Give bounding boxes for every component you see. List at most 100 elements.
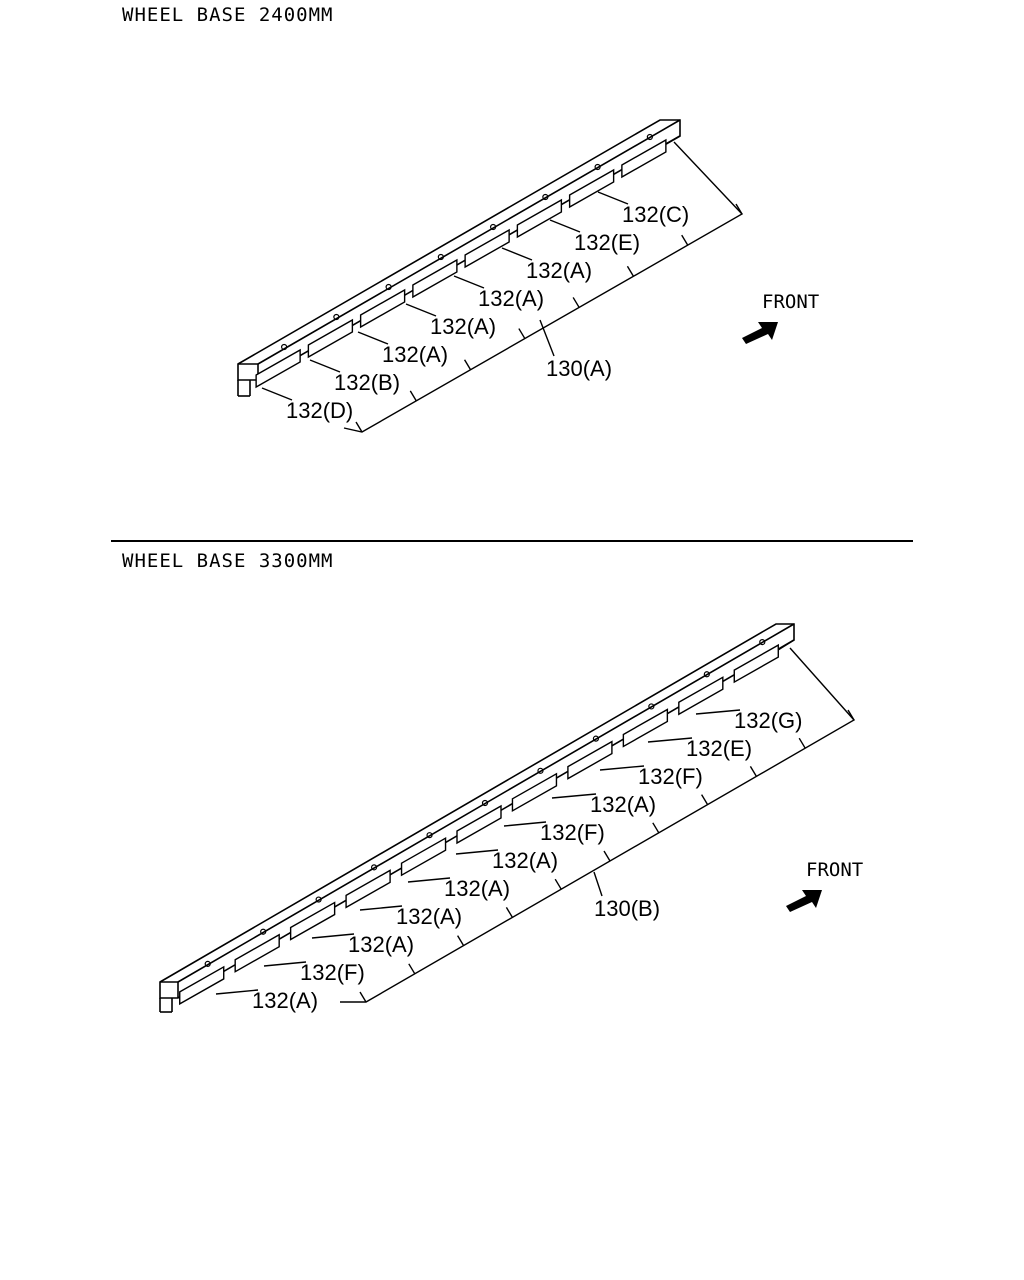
bolt-hole [537, 767, 544, 774]
crossmember-tab [234, 933, 280, 973]
crossmember-tab [511, 772, 558, 813]
leader-tick [572, 297, 580, 308]
leader-tick [518, 328, 526, 339]
leader-line [695, 709, 741, 715]
bolt-hole [594, 163, 601, 171]
leader-line [599, 765, 645, 771]
bolt-hole [370, 864, 378, 871]
crossmember-tab [255, 348, 301, 389]
bottom-leader-lines [215, 647, 856, 1003]
top-front-indicator: FRONT [742, 291, 819, 344]
leader-tick [652, 822, 660, 834]
crossmember-tab [464, 228, 510, 269]
crossmember-callout: 132(F) [300, 960, 365, 985]
crossmember-callout: 132(D) [286, 398, 353, 423]
section-divider [111, 540, 913, 542]
leader-line [503, 821, 547, 827]
leader-tick [603, 850, 611, 862]
leader-line [551, 793, 597, 799]
crossmember-callout: 132(F) [638, 764, 703, 789]
crossmember-tab [516, 198, 563, 239]
leader-line [405, 303, 437, 317]
top-front-label: FRONT [762, 291, 819, 313]
crossmember-tab [733, 643, 779, 684]
crossmember-tab [567, 740, 613, 780]
bolt-hole [204, 960, 211, 968]
crossmember-callout: 132(A) [252, 988, 318, 1013]
leader-tick [355, 421, 363, 433]
leader-line [309, 359, 341, 373]
leader-line [597, 191, 629, 205]
crossmember-tab [678, 676, 724, 716]
leader-line [501, 247, 533, 261]
leader-tick [456, 935, 465, 946]
bolt-hole [542, 193, 549, 201]
frame-leader-line [593, 871, 603, 897]
bolt-hole [437, 253, 444, 261]
crossmember-callout: 132(A) [382, 342, 448, 367]
leader-line [359, 905, 403, 911]
crossmember-callout: 132(A) [430, 314, 496, 339]
leader-tick [798, 737, 806, 749]
crossmember-tab [621, 138, 667, 179]
bolt-hole [260, 928, 267, 935]
leader-tick [847, 709, 855, 721]
crossmember-callout: 132(A) [478, 286, 544, 311]
leader-line [453, 275, 485, 289]
top-front-arrow-icon [742, 322, 778, 344]
leader-line [357, 331, 389, 345]
crossmember-callout: 132(A) [444, 876, 510, 901]
bottom-front-arrow-icon [786, 890, 822, 912]
top-frame-rail [237, 119, 681, 397]
leader-line [407, 877, 451, 883]
bolt-hole [759, 638, 766, 646]
bolt-hole [646, 133, 653, 141]
bottom-frame-rail [159, 623, 795, 1013]
crossmember-callout: 132(A) [396, 904, 462, 929]
leader-tick [409, 390, 417, 402]
callout-bracket-line [343, 141, 744, 433]
bolt-hole [592, 735, 600, 742]
frame-callout: 130(A) [546, 356, 612, 381]
leader-tick [681, 234, 689, 246]
leader-line [647, 737, 693, 743]
leader-line [549, 219, 581, 233]
bottom-callouts: 132(A) 132(F) 132(A) 132(A) 132(A) 132(A) 132(… [252, 708, 802, 1013]
leader-line [263, 961, 307, 967]
crossmember-callout: 132(G) [734, 708, 802, 733]
bolt-hole [426, 832, 433, 839]
leader-tick [749, 766, 758, 777]
leader-line [215, 989, 259, 995]
crossmember-tab [289, 901, 336, 941]
leader-line [311, 933, 355, 939]
crossmember-callout: 132(F) [540, 820, 605, 845]
bolt-hole [281, 343, 288, 351]
bolt-hole [703, 671, 710, 678]
leader-tick [735, 203, 743, 215]
leader-tick [505, 907, 514, 918]
crossmember-tab [412, 258, 458, 299]
crossmember-tab [568, 168, 615, 209]
bolt-hole [481, 799, 489, 807]
bolt-hole [385, 283, 392, 291]
crossmember-tab [456, 804, 502, 845]
leader-tick [700, 794, 709, 805]
crossmember-tab [179, 965, 225, 1006]
top-leader-lines [261, 141, 744, 433]
leader-line [261, 387, 293, 401]
bolt-hole [490, 223, 497, 231]
crossmember-callout: 132(A) [590, 792, 656, 817]
crossmember-tab [307, 318, 354, 359]
top-crossmembers [255, 133, 667, 389]
crossmember-callout: 132(A) [492, 848, 558, 873]
bottom-front-indicator: FRONT [786, 859, 863, 912]
leader-tick [408, 963, 416, 975]
crossmember-callout: 132(B) [334, 370, 400, 395]
leader-line [455, 849, 499, 855]
crossmember-callout: 132(E) [574, 230, 640, 255]
crossmember-callout: 132(C) [622, 202, 689, 227]
bottom-crossmembers [179, 638, 779, 1006]
leader-tick [463, 359, 472, 371]
